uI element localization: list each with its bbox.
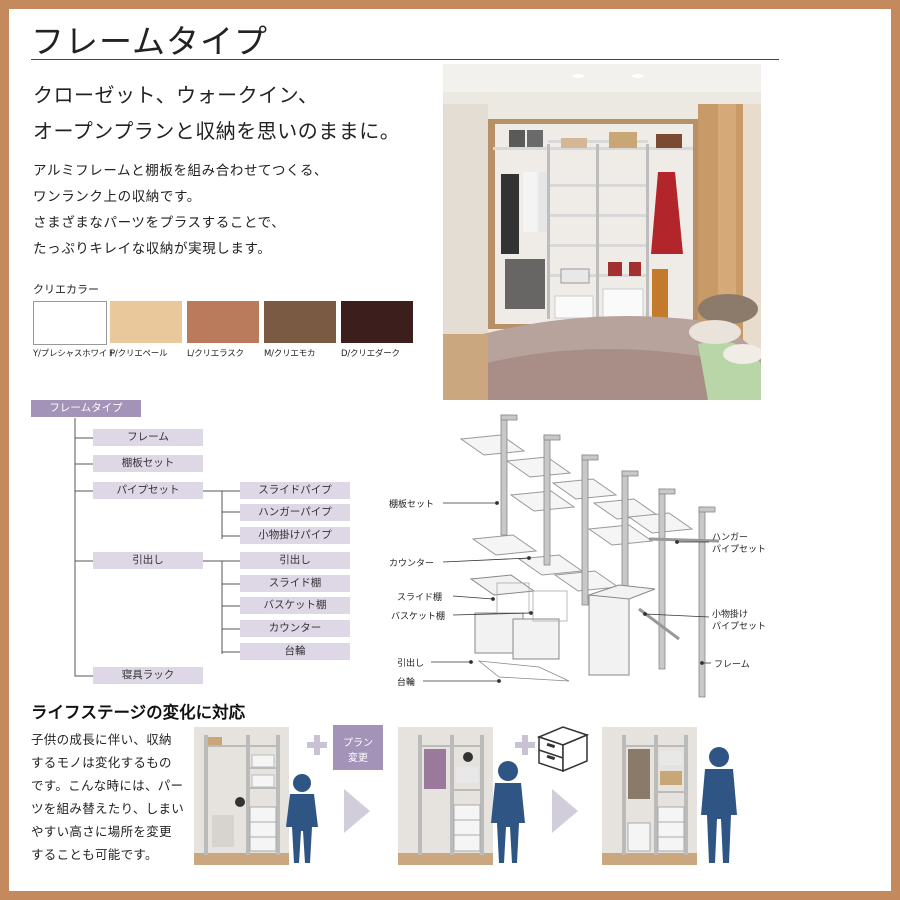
tree-item-bedding-rack: 寝具ラック xyxy=(93,667,203,684)
title-rule xyxy=(31,59,779,60)
label-hanger-pipe-1: ハンガー xyxy=(712,533,749,543)
label-drawer: 引出し xyxy=(397,659,425,669)
s2-body-line-6: することも可能です。 xyxy=(31,847,158,862)
plan-badge-line-1: プラン xyxy=(343,738,373,749)
label-hanger-pipe-2: パイプセット xyxy=(712,545,767,555)
plan-change-badge: プラン 変更 xyxy=(333,725,383,770)
closet-room-photo xyxy=(443,64,761,400)
tree-item-slide-pipe: スライドパイプ xyxy=(240,482,350,499)
tree-root-frame-type: フレームタイプ xyxy=(31,400,141,417)
color-swatch xyxy=(264,301,336,343)
tree-item-small-pipe: 小物掛けパイプ xyxy=(240,527,350,544)
color-heading: クリエカラー xyxy=(33,283,99,296)
color-swatch-label: M/クリエモカ xyxy=(264,349,316,359)
color-swatch xyxy=(187,301,259,343)
arrow-right-icon-2 xyxy=(552,789,578,833)
stage-3-illustration xyxy=(602,727,737,865)
tree-connectors xyxy=(74,418,240,677)
label-small-pipe-1: 小物掛け xyxy=(712,610,749,620)
tree-item-frame: フレーム xyxy=(93,429,203,446)
color-swatch-label: L/クリエラスク xyxy=(187,349,244,359)
label-slide-shelf: スライド棚 xyxy=(397,593,443,603)
body-line-1: アルミフレームと棚板を組み合わせてつくる、 xyxy=(33,163,329,179)
parts-diagram-drawing xyxy=(423,414,720,698)
tree-item-drawer-child: 引出し xyxy=(240,552,350,569)
lead-line-1: クローゼット、ウォークイン、 xyxy=(33,83,319,107)
color-swatch-label: D/クリエダーク xyxy=(341,349,400,359)
drawer-unit-icon xyxy=(536,726,590,773)
s2-body-line-5: やすい高さに場所を変更 xyxy=(31,824,172,839)
tree-item-pipe-set: パイプセット xyxy=(93,482,203,499)
tree-item-counter: カウンター xyxy=(240,620,350,637)
label-plinth: 台輪 xyxy=(397,678,416,688)
lead-line-2: オープンプランと収納を思いのままに。 xyxy=(33,119,401,143)
tree-item-shelf-set: 棚板セット xyxy=(93,455,203,472)
parts-diagram: 棚板セット カウンター スライド棚 バスケット棚 引出し 台輪 ハンガー パイプ… xyxy=(389,399,769,699)
arrow-right-icon xyxy=(344,789,370,833)
tree-item-hanger-pipe: ハンガーパイプ xyxy=(240,504,350,521)
label-counter: カウンター xyxy=(389,559,435,569)
color-swatch-label: P/クリエペール xyxy=(110,349,168,359)
tree-item-basket-shelf: バスケット棚 xyxy=(240,597,350,614)
plus-icon xyxy=(307,735,327,755)
s2-body-line-3: です。こんな時には、パー xyxy=(31,778,184,793)
tree-item-slide-shelf: スライド棚 xyxy=(240,575,350,592)
stage-2-illustration xyxy=(398,727,525,865)
body-line-3: さまざまなパーツをプラスすることで、 xyxy=(33,215,286,231)
tree-item-plinth: 台輪 xyxy=(240,643,350,660)
s2-body-line-1: 子供の成長に伴い、収納 xyxy=(31,732,172,747)
label-small-pipe-2: パイプセット xyxy=(712,622,767,632)
color-swatch xyxy=(341,301,413,343)
label-shelf-set: 棚板セット xyxy=(389,500,435,510)
color-swatch xyxy=(110,301,182,343)
label-basket-shelf: バスケット棚 xyxy=(391,612,446,622)
tree-item-drawer: 引出し xyxy=(93,552,203,569)
page-title: フレームタイプ xyxy=(31,22,269,61)
s2-body-line-2: するモノは変化するもの xyxy=(31,755,172,770)
plus-icon-2 xyxy=(515,735,535,755)
label-frame: フレーム xyxy=(714,660,750,670)
color-swatch xyxy=(33,301,107,345)
s2-body-line-4: ツを組み替えたり、しまい xyxy=(31,801,185,816)
color-swatch-label: Y/プレシャスホワイト xyxy=(33,349,116,359)
body-line-4: たっぷりキレイな収納が実現します。 xyxy=(33,241,272,257)
plan-badge-line-2: 変更 xyxy=(348,753,368,764)
catalog-page: フレームタイプ クローゼット、ウォークイン、 オープンプランと収納を思いのままに… xyxy=(9,9,891,891)
section2-title: ライフステージの変化に対応 xyxy=(31,703,246,722)
body-line-2: ワンランク上の収納です。 xyxy=(33,189,201,205)
stage-1-illustration xyxy=(194,727,318,865)
